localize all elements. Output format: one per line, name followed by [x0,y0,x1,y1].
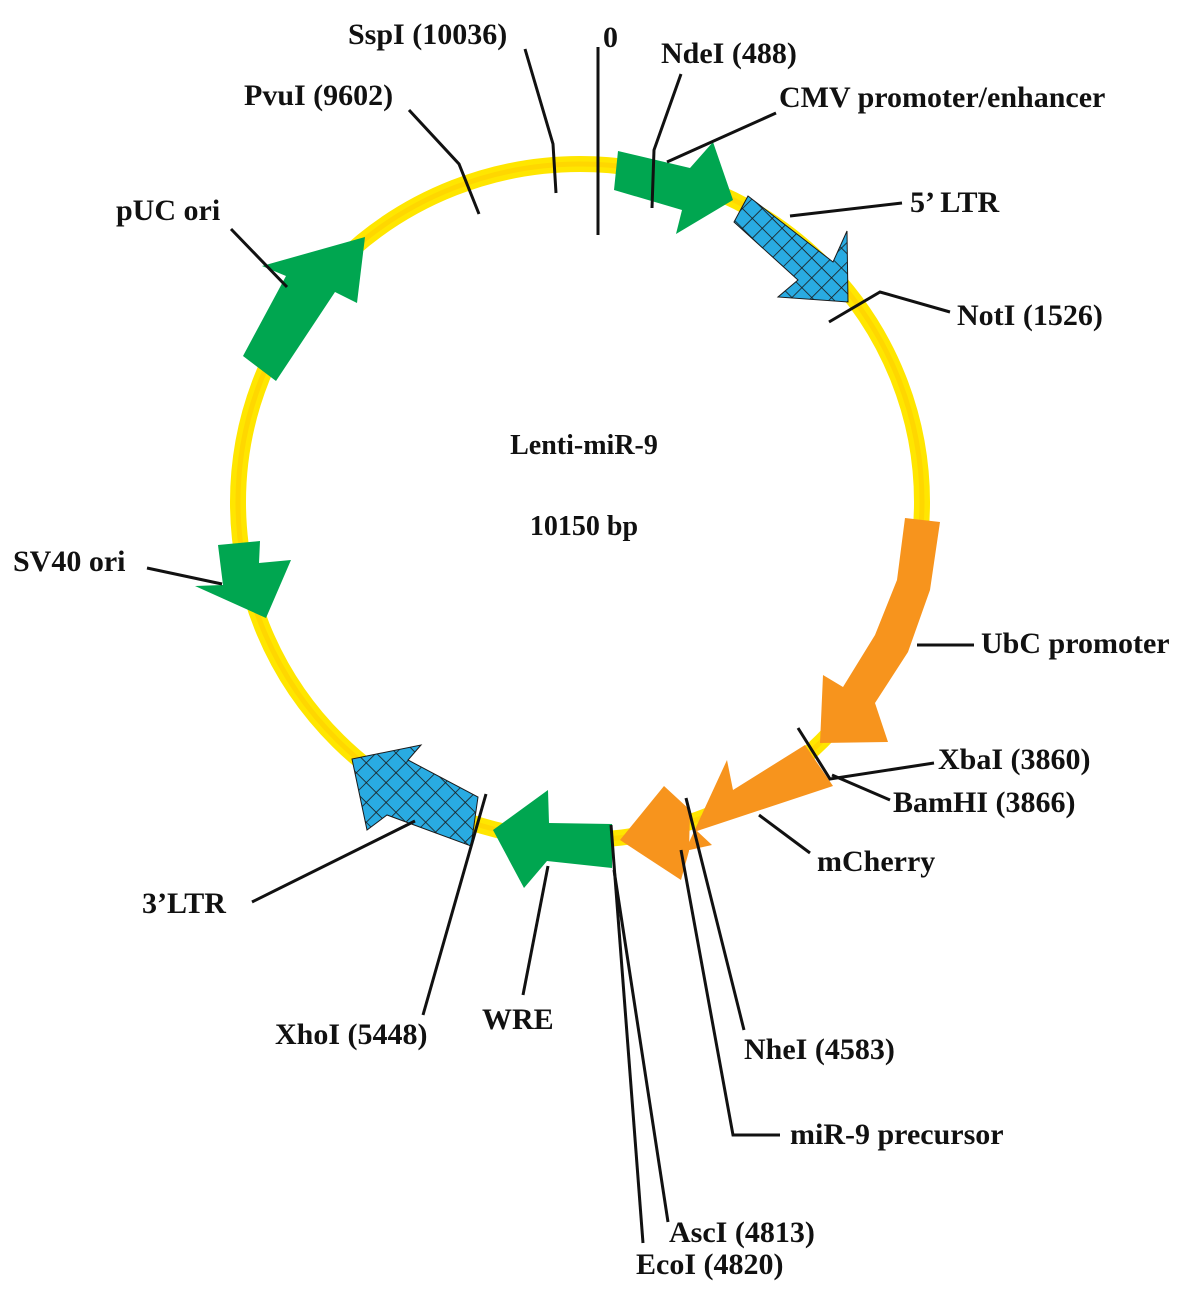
bamhi-leader [831,773,891,802]
mcherry-arrow [685,745,833,851]
ecoi-leader [609,824,645,1244]
asci-leader [612,869,670,1223]
puc-ori-arrow [243,237,365,381]
noti-leader [828,290,951,324]
ltr3-arrow [351,744,479,847]
pvui-leader [407,108,481,215]
plasmid-size: 10150 bp [530,511,638,542]
ubc-promoter-arrow [820,518,940,743]
sv40-ori-label: SV40 ori [13,545,126,578]
ndei-label: NdeI (488) [661,37,797,70]
ndei-leader [650,73,683,209]
noti-label: NotI (1526) [957,299,1103,332]
puc-ori-label: pUC ori [116,194,220,227]
cmv-leader [666,111,777,164]
ltr5-label: 5’ LTR [910,186,1000,219]
cmv-label: CMV promoter/enhancer [779,81,1105,114]
pvui-label: PvuI (9602) [244,79,393,112]
nhei-label: NheI (4583) [744,1033,895,1066]
xhoi-label: XhoI (5448) [275,1018,428,1051]
sv40-ori-arrow [195,541,291,618]
sv40-leader [146,566,223,586]
wre-arrow [493,790,612,888]
asci-label: AscI (4813) [669,1216,815,1249]
sspi-leader [523,48,558,194]
plasmid-name: Lenti-miR-9 [510,430,658,461]
wre-label: WRE [482,1003,554,1036]
sspi-label: SspI (10036) [348,18,507,51]
mcherry-leader [758,813,811,855]
zero-label: 0 [603,21,618,54]
xbai-label: XbaI (3860) [938,743,1091,776]
mir9-leader [679,849,780,1137]
mir9-precursor-label: miR-9 precursor [790,1118,1004,1151]
mir9-precursor-arrow [620,786,690,880]
mcherry-label: mCherry [817,845,935,878]
puc-leader [229,227,289,289]
nhei-leader [684,797,746,1031]
ltr3-label: 3’LTR [142,887,226,920]
xhoi-leader [421,793,488,1016]
ltr5-leader [789,201,903,218]
wre-leader [521,865,550,996]
ltr5-arrow [733,195,849,303]
ubc-promoter-label: UbC promoter [981,627,1170,660]
xbai-leader [796,727,935,781]
ecoi-label: EcoI (4820) [636,1248,783,1281]
cmv-promoter-arrow [614,142,733,234]
ltr3-leader [251,819,416,904]
bamhi-label: BamHI (3866) [893,786,1076,819]
